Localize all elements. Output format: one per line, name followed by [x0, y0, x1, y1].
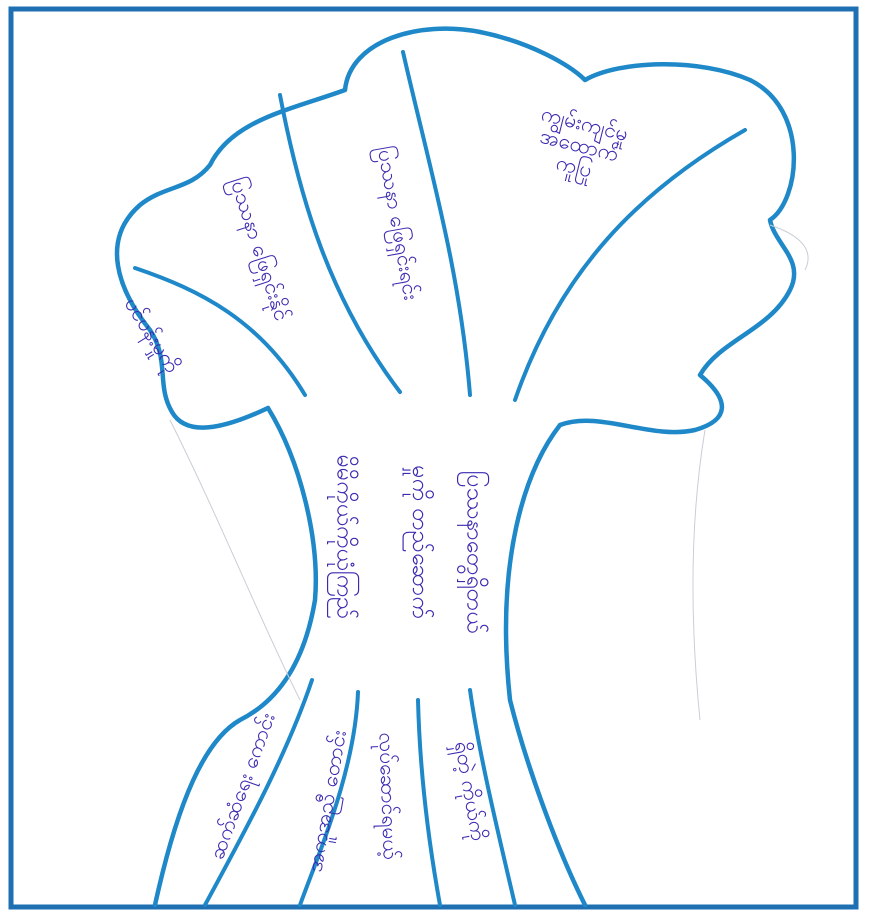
- frame-border: [11, 9, 856, 907]
- root-label-3: လုပ်ဆောင်ရမယ့်: [375, 732, 401, 860]
- trunk-label-1: မိမိကိုယ်ကိုယုံကြည်: [332, 455, 356, 620]
- branch-line-3: [403, 52, 470, 395]
- pencil-guide-2: [693, 430, 705, 720]
- pencil-guide-1: [170, 420, 300, 700]
- trunk-label-2: မှုကို တည်ဆောက်: [408, 465, 432, 618]
- branch-line-2: [280, 95, 400, 392]
- trunk-label-3: ပြဿနာတွေရှိတယ်: [462, 471, 486, 634]
- root-line-3: [418, 700, 440, 905]
